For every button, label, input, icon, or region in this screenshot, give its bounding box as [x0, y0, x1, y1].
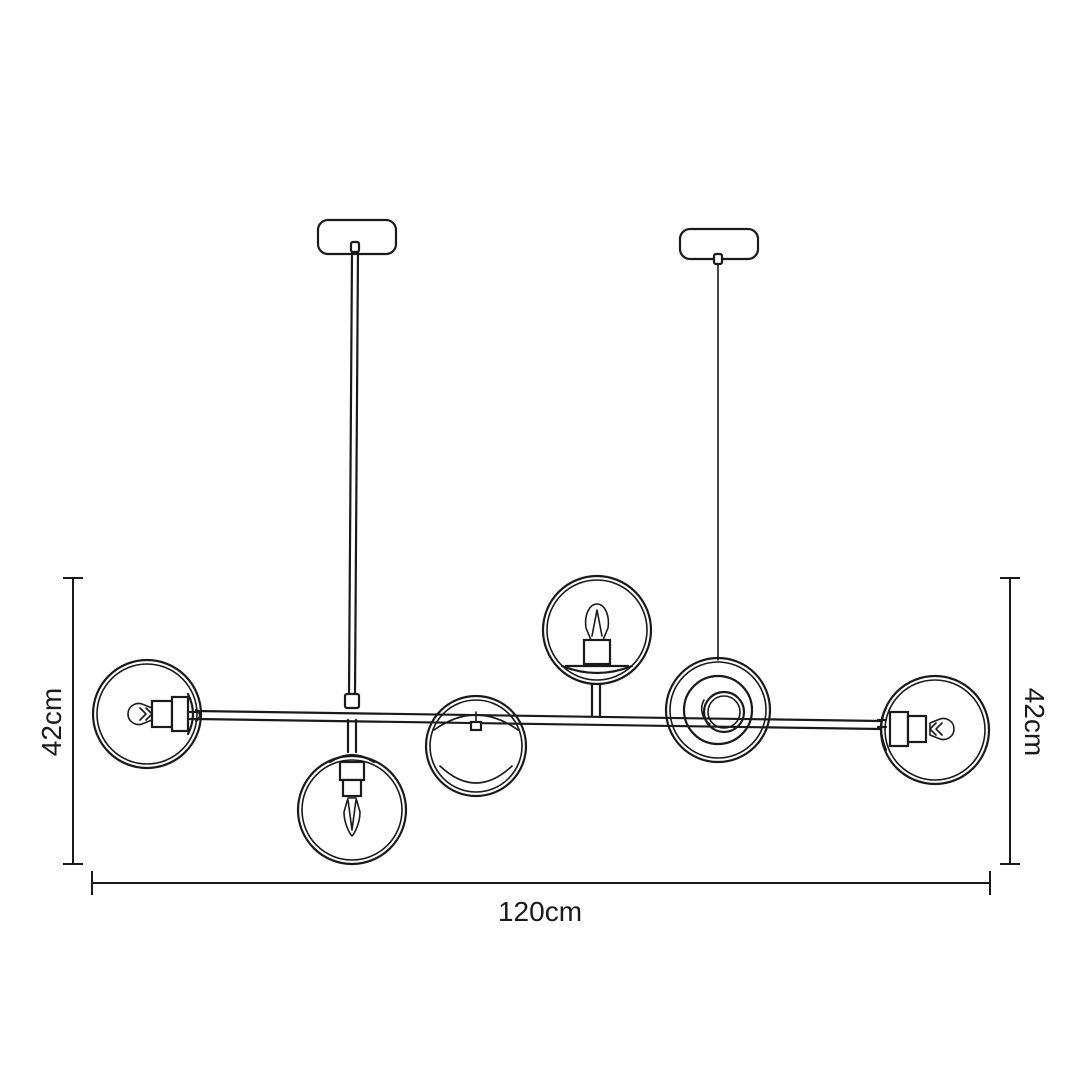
- globe-center-top: [541, 574, 653, 686]
- suspension-rod-left: [347, 240, 361, 696]
- dimension-height-left: [63, 577, 83, 865]
- dimension-height-right: [1000, 577, 1020, 865]
- globe-center: [424, 694, 528, 798]
- height-label-left: 42cm: [36, 687, 67, 757]
- dimension-width: [91, 871, 991, 895]
- width-label: 120cm: [497, 896, 583, 927]
- center-stem: [590, 682, 602, 718]
- globe-lower-left: [296, 753, 408, 866]
- suspension-wire-right: [712, 252, 724, 661]
- height-label-right: 42cm: [1019, 687, 1050, 757]
- main-bar: [194, 709, 882, 731]
- globe-far-right: [876, 674, 991, 786]
- globe-right-front: [664, 656, 772, 764]
- globe-far-left: [91, 658, 203, 770]
- rod-junction: [343, 692, 361, 754]
